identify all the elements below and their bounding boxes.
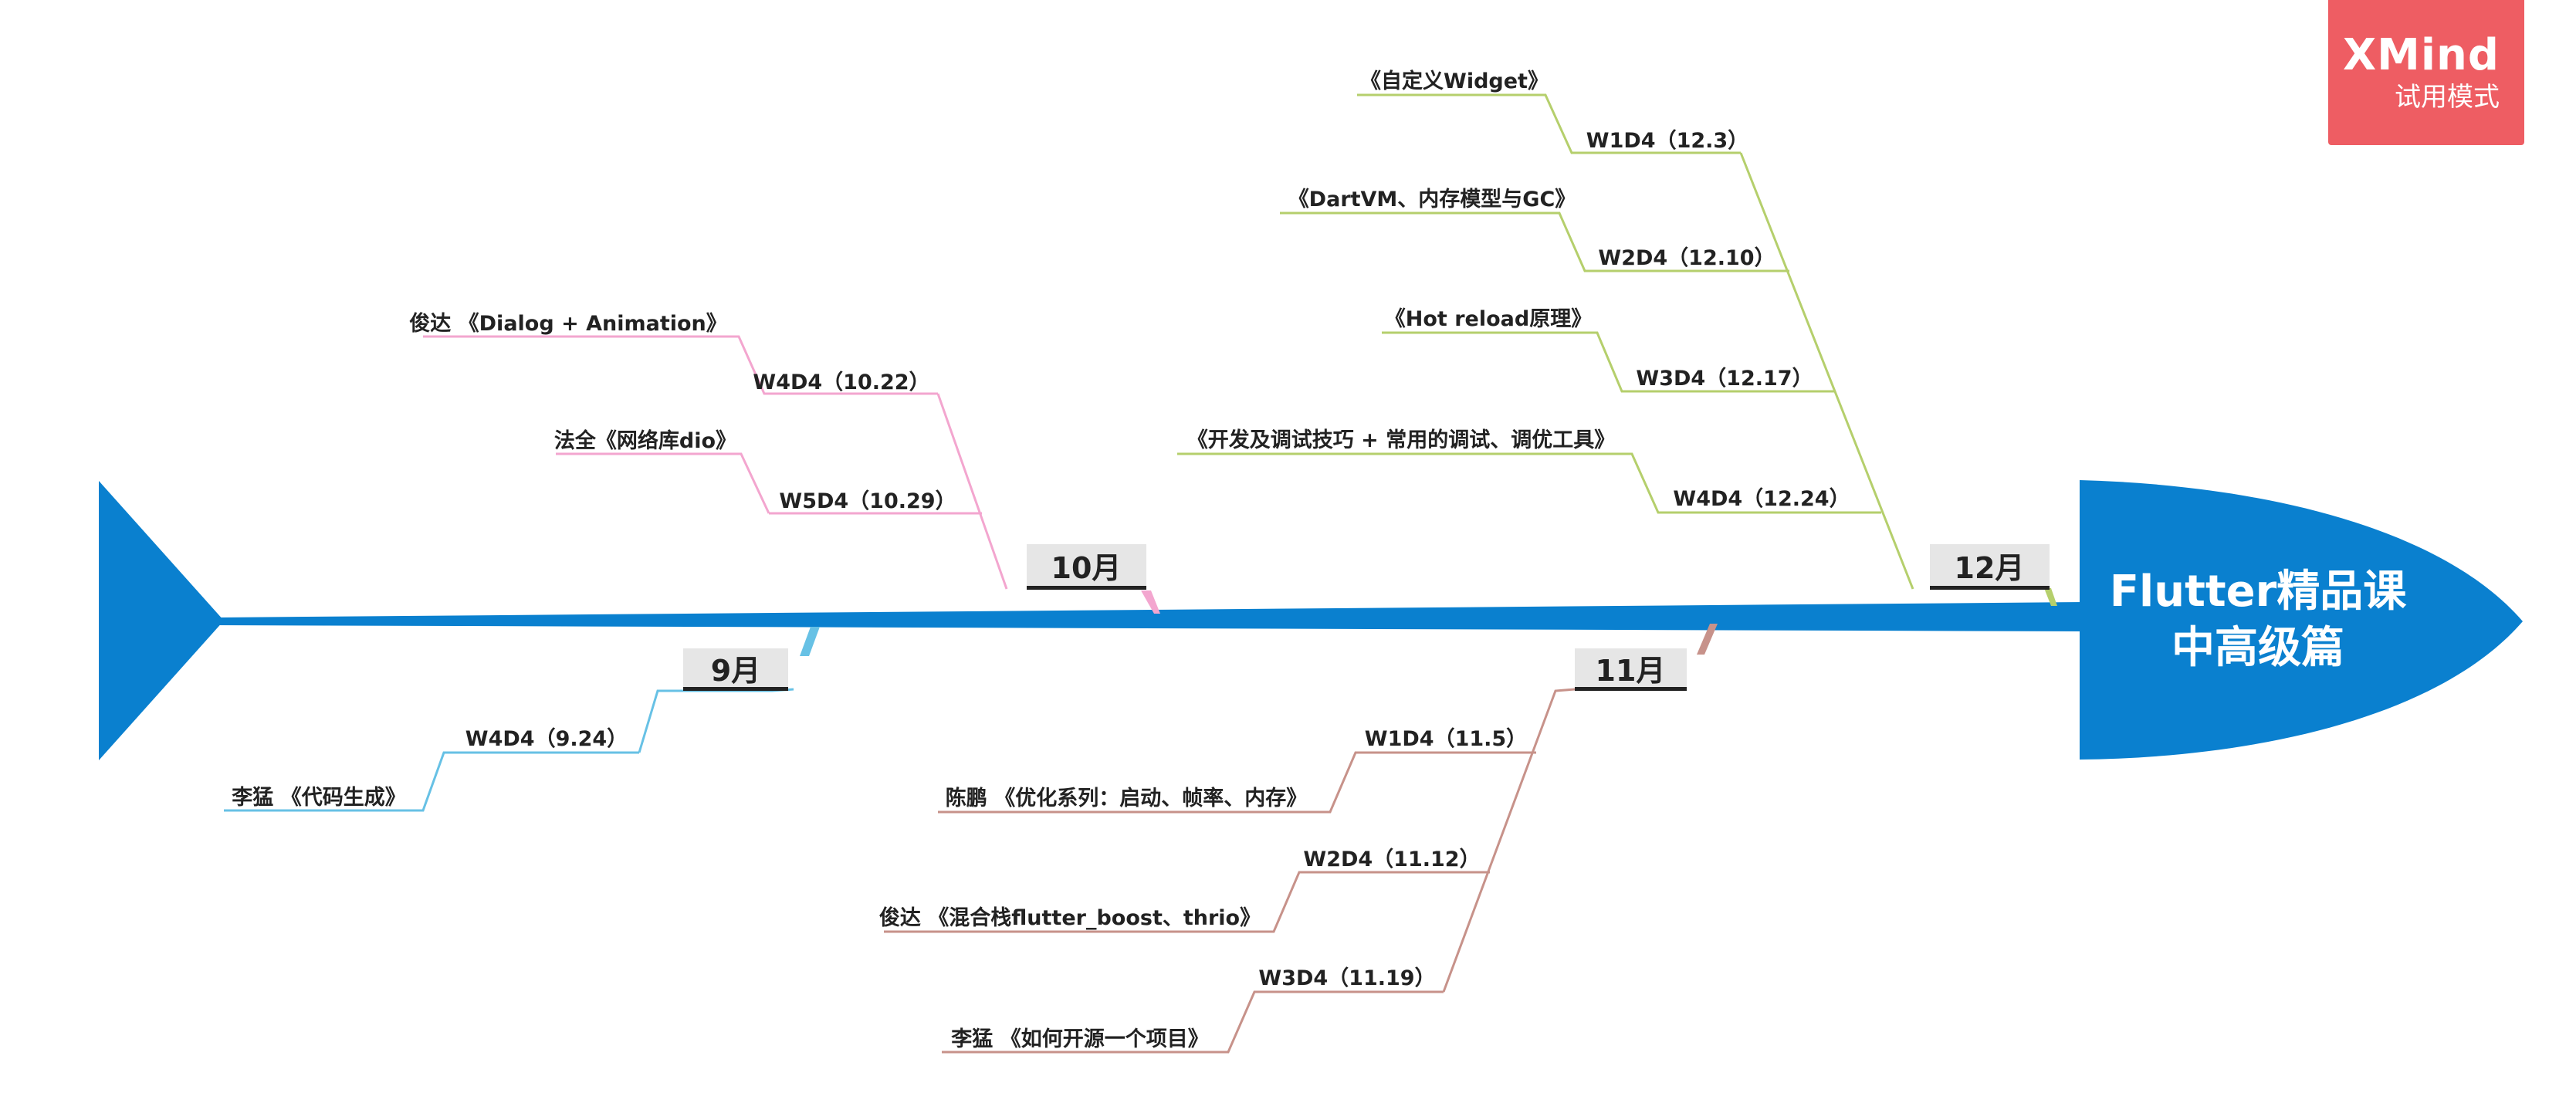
oct-line-w5 (556, 452, 770, 514)
dec-line-w3 (1382, 331, 1835, 393)
branch-oct: 10月 W4D4（10.22） 俊达 《Dialog + Animation》 … (409, 311, 1160, 614)
month-label-sep[interactable]: 9月 (711, 654, 760, 688)
dec-w2-topic[interactable]: 《DartVM、内存模型与GC》 (1288, 188, 1576, 211)
xmind-trial-badge[interactable]: XMind 试用模式 (2328, 0, 2524, 145)
badge-mode: 试用模式 (2395, 82, 2500, 113)
fish-tail[interactable] (99, 481, 224, 760)
nov-w2-topic[interactable]: 俊达 《混合栈flutter_boost、thrio》 (879, 905, 1261, 930)
dec-line-w1 (1357, 93, 1741, 154)
month-label-dec[interactable]: 12月 (1955, 551, 2025, 585)
badge-brand: XMind (2342, 30, 2500, 80)
month-box-nov[interactable] (1575, 648, 1687, 690)
dec-line-w4 (1177, 452, 1881, 514)
sep-w4-topic[interactable]: 李猛 《代码生成》 (231, 786, 405, 810)
oct-w5-topic[interactable]: 法全《网络库dio》 (554, 428, 736, 453)
oct-w5-node[interactable]: W5D4（10.29） (779, 489, 956, 513)
dec-w3-topic[interactable]: 《Hot reload原理》 (1385, 307, 1592, 331)
dec-line-w2 (1280, 211, 1789, 272)
dec-w1-node[interactable]: W1D4（12.3） (1586, 129, 1748, 153)
nov-w1-node[interactable]: W1D4（11.5） (1365, 727, 1527, 751)
nov-line-main (1442, 688, 1576, 993)
fish-head[interactable] (2080, 480, 2523, 760)
fish-spine (218, 602, 2084, 631)
nov-bone (1697, 624, 1718, 655)
branch-nov: 11月 W1D4（11.5） 陈鹏 《优化系列：启动、帧率、内存》 W2D4（1… (879, 624, 1718, 1054)
nov-line-w3 (942, 990, 1444, 1054)
month-box-oct[interactable] (1027, 544, 1146, 588)
sep-line-main (638, 688, 794, 753)
dec-w1-topic[interactable]: 《自定义Widget》 (1360, 69, 1549, 93)
month-underline-oct (1027, 586, 1146, 590)
sep-w4-node[interactable]: W4D4（9.24） (465, 727, 628, 751)
dec-w3-node[interactable]: W3D4（12.17） (1636, 367, 1813, 391)
head-title-line1[interactable]: Flutter精品课 (2110, 567, 2407, 617)
dec-w2-node[interactable]: W2D4（12.10） (1598, 246, 1775, 270)
oct-line-main (769, 393, 1008, 590)
month-box-dec[interactable] (1930, 544, 2050, 588)
oct-bone (1141, 590, 1160, 614)
oct-line-w4 (423, 335, 938, 395)
nov-w3-topic[interactable]: 李猛 《如何开源一个项目》 (950, 1027, 1208, 1051)
nov-w1-topic[interactable]: 陈鹏 《优化系列：启动、帧率、内存》 (946, 786, 1307, 810)
dec-bone (2044, 588, 2057, 606)
nov-line-w2 (884, 871, 1490, 933)
month-label-nov[interactable]: 11月 (1596, 654, 1666, 688)
sep-bone (800, 627, 820, 656)
month-underline-dec (1930, 586, 2050, 590)
dec-line-main (1739, 152, 1914, 590)
dec-w4-topic[interactable]: 《开发及调试技巧 + 常用的调试、调优工具》 (1187, 428, 1615, 452)
month-box-sep[interactable] (683, 648, 788, 690)
branch-sep: 9月 W4D4（9.24） 李猛 《代码生成》 (224, 627, 820, 812)
sep-line-w4 (224, 751, 639, 812)
month-label-oct[interactable]: 10月 (1051, 551, 1122, 585)
oct-w4-node[interactable]: W4D4（10.22） (753, 371, 929, 394)
branch-dec: 12月 W1D4（12.3） 《自定义Widget》 W2D4（12.10） 《… (1177, 69, 2057, 606)
month-underline-nov (1575, 687, 1687, 691)
oct-w4-topic[interactable]: 俊达 《Dialog + Animation》 (409, 311, 727, 336)
nov-w3-node[interactable]: W3D4（11.19） (1258, 966, 1435, 990)
dec-w4-node[interactable]: W4D4（12.24） (1673, 487, 1850, 511)
nov-w2-node[interactable]: W2D4（11.12） (1303, 848, 1480, 871)
nov-line-w1 (938, 751, 1536, 814)
month-underline-sep (683, 687, 788, 691)
head-title-line2[interactable]: 中高级篇 (2171, 623, 2344, 673)
